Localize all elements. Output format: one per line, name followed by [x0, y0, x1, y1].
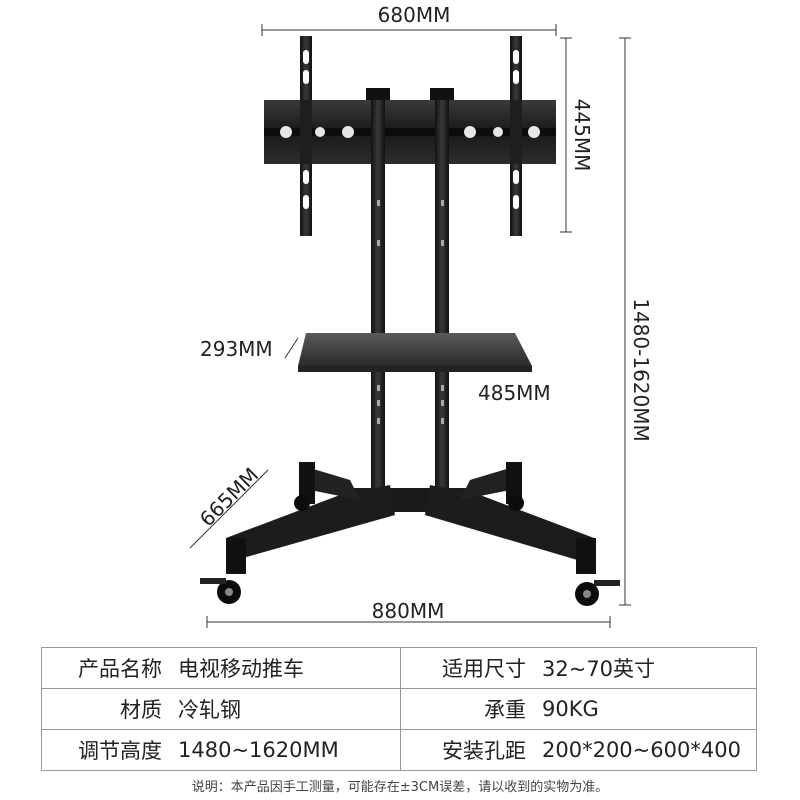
vesa-bracket: [264, 36, 556, 236]
dimension-shelf-depth: 293MM: [200, 337, 273, 361]
spec-value: 200*200~600*400: [542, 738, 741, 762]
spec-label: 材质: [120, 698, 162, 722]
spec-row: 材质冷轧钢 承重 90KG: [41, 688, 757, 730]
dimension-total-height: 1480-1620MM: [629, 298, 653, 442]
wheeled-base: [200, 462, 620, 606]
spec-row: 调节高度 1480~1620MM 安装孔距 200*200~600*400: [41, 729, 757, 771]
dimension-lines: [189, 24, 631, 628]
spec-value: 1480~1620MM: [178, 738, 339, 762]
spec-label: 安装孔距: [442, 739, 526, 763]
spec-value: 冷轧钢: [178, 698, 241, 722]
dimension-top-width: 680MM: [378, 3, 451, 27]
spec-label: 产品名称: [78, 657, 162, 681]
spec-label: 适用尺寸: [442, 657, 526, 681]
spec-row: 产品名称电视移动推车 适用尺寸 32~70英寸: [41, 647, 757, 689]
tv-cart-diagram: 680MM 445MM 1480-1620MM 293MM 485MM 665M…: [189, 3, 653, 628]
footnote: 说明：本产品因手工测量，可能存在±3CM误差，请以收到的实物为准。: [191, 780, 609, 795]
spec-value: 32~70英寸: [542, 657, 656, 681]
spec-table: 产品名称电视移动推车 适用尺寸 32~70英寸 材质冷轧钢 承重 90KG 调节高度…: [41, 647, 757, 771]
support-poles: [371, 100, 449, 495]
glass-shelf: [298, 333, 532, 372]
dimension-leg-length: 665MM: [195, 463, 263, 531]
dimension-bracket-height: 445MM: [570, 99, 594, 172]
dimension-base-width: 880MM: [372, 599, 445, 623]
spec-value: 90KG: [542, 697, 599, 721]
spec-value: 电视移动推车: [178, 657, 304, 681]
spec-label: 调节高度: [78, 739, 162, 763]
spec-label: 承重: [484, 698, 526, 722]
dimension-shelf-width: 485MM: [478, 381, 551, 405]
